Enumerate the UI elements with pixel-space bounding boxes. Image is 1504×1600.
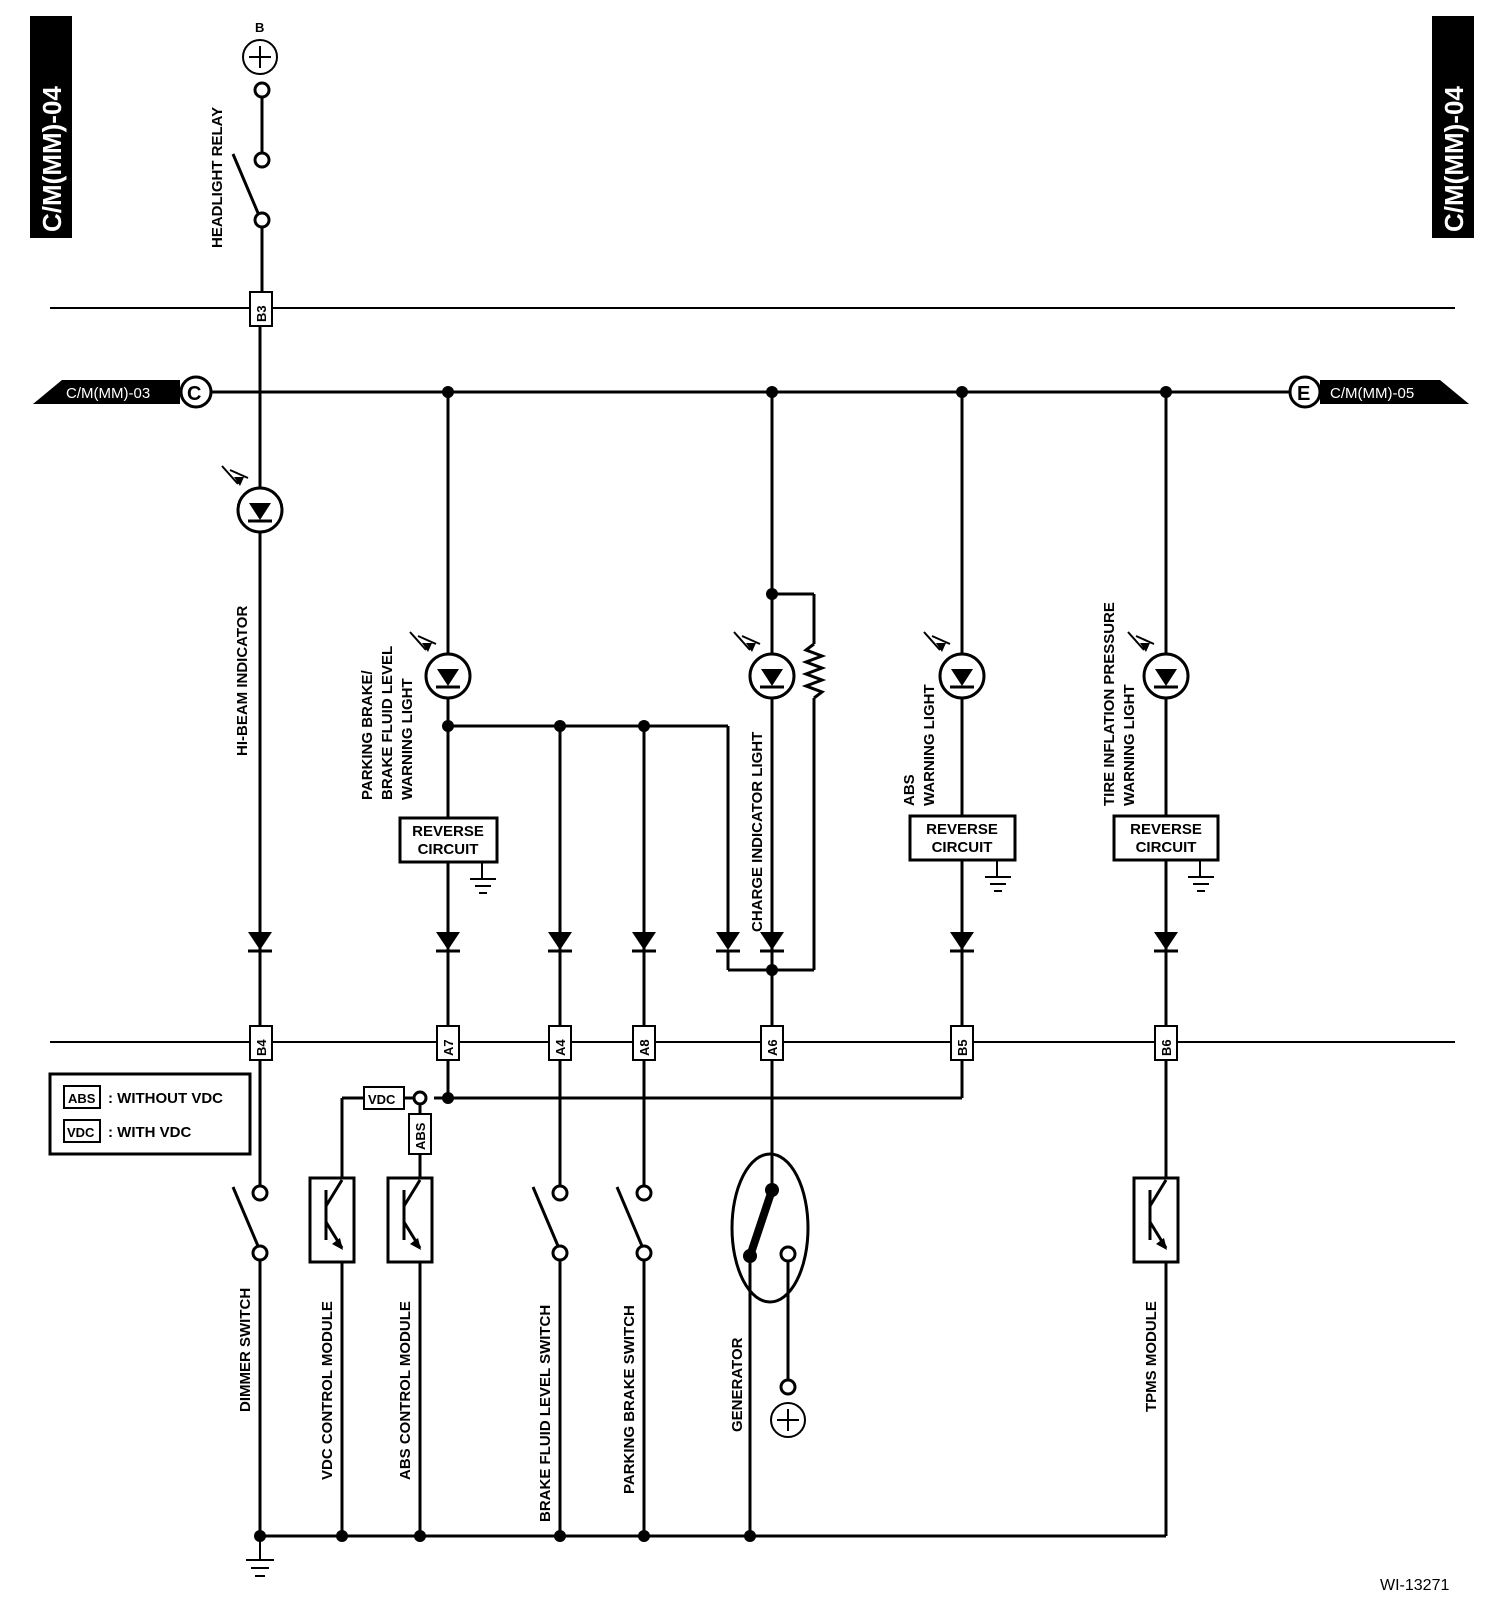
- svg-text:REVERSE: REVERSE: [412, 823, 484, 840]
- hi-beam-lamp-icon: [221, 465, 284, 534]
- ref-arrow-left: C/M(MM)-03 C: [33, 375, 213, 409]
- dimmer-switch-label: DIMMER SWITCH: [237, 1288, 254, 1412]
- abs-warning-label-2: WARNING LIGHT: [921, 684, 938, 806]
- tire-pressure-label-1: TIRE INFLATION PRESSURE: [1101, 602, 1118, 806]
- ref-right-text: C/M(MM)-05: [1330, 385, 1414, 402]
- parking-brake-switch-lever: [615, 1186, 644, 1247]
- page-tag-right-text: C/M(MM)-04: [1439, 86, 1469, 232]
- diode-icon: [1154, 932, 1178, 953]
- dimmer-switch-lever: [231, 1186, 260, 1247]
- abs-control-module-label: ABS CONTROL MODULE: [397, 1301, 414, 1480]
- connector-a4: A4: [548, 1025, 572, 1061]
- svg-text:REVERSE: REVERSE: [1130, 821, 1202, 838]
- generator-icon: [730, 1152, 810, 1304]
- legend-abs-tag: ABS: [68, 1091, 96, 1106]
- vdc-control-module-icon: [308, 1176, 356, 1264]
- svg-text:B4: B4: [254, 1039, 269, 1056]
- reverse-circuit-box: REVERSE CIRCUIT: [908, 814, 1017, 892]
- svg-text:A6: A6: [765, 1039, 780, 1056]
- vdc-control-module-label: VDC CONTROL MODULE: [319, 1301, 336, 1480]
- diode-icon: [716, 932, 740, 953]
- svg-text:A7: A7: [441, 1039, 456, 1056]
- brake-fluid-switch-lever: [531, 1186, 560, 1247]
- connector-a8: A8: [632, 1025, 656, 1061]
- parking-brake-lamp-icon: [409, 631, 472, 700]
- parking-brake-label-1: PARKING BRAKE/: [359, 669, 376, 800]
- diode-icon: [950, 932, 974, 953]
- svg-text:A4: A4: [553, 1039, 568, 1056]
- legend-vdc-text: : WITH VDC: [108, 1124, 191, 1141]
- resistor-icon: [801, 642, 827, 700]
- ground-icon: [246, 1536, 274, 1577]
- svg-text:CIRCUIT: CIRCUIT: [932, 839, 993, 856]
- tire-pressure-label-2: WARNING LIGHT: [1121, 684, 1138, 806]
- reverse-circuit-box: REVERSE CIRCUIT: [1112, 814, 1220, 892]
- diode-icon: [548, 932, 572, 953]
- diode-icon: [760, 932, 784, 953]
- svg-text:B3: B3: [254, 305, 269, 322]
- terminal-icon: [253, 81, 271, 99]
- ref-right-letter: E: [1297, 383, 1310, 405]
- tpms-module-icon: [1132, 1176, 1180, 1264]
- legend-abs-text: : WITHOUT VDC: [108, 1090, 223, 1107]
- generator-label: GENERATOR: [729, 1337, 746, 1432]
- charge-indicator-label: CHARGE INDICATOR LIGHT: [749, 732, 766, 932]
- diode-icon: [632, 932, 656, 953]
- ref-left-letter: C: [187, 383, 201, 405]
- parking-brake-switch-label: PARKING BRAKE SWITCH: [621, 1305, 638, 1494]
- abs-control-module-icon: [386, 1176, 434, 1264]
- brake-fluid-switch-label: BRAKE FLUID LEVEL SWITCH: [537, 1305, 554, 1522]
- page-tag-left-text: C/M(MM)-04: [37, 86, 67, 232]
- ref-left-text: C/M(MM)-03: [66, 385, 150, 402]
- charge-lamp-icon: [733, 631, 796, 700]
- svg-text:REVERSE: REVERSE: [926, 821, 998, 838]
- connector-b4: B4: [249, 1025, 273, 1061]
- svg-text:B6: B6: [1159, 1039, 1174, 1056]
- battery-icon: [770, 1402, 806, 1438]
- connector-b3: B3: [249, 291, 273, 327]
- tire-pressure-lamp-icon: [1127, 631, 1190, 700]
- battery-icon: [242, 39, 278, 75]
- svg-text:VDC: VDC: [368, 1092, 396, 1107]
- headlight-relay-switch: [231, 153, 260, 214]
- connector-a7: A7: [436, 1025, 460, 1061]
- parking-brake-label-2: BRAKE FLUID LEVEL: [379, 646, 396, 800]
- abs-warning-label-1: ABS: [901, 774, 918, 806]
- ref-arrow-right: C/M(MM)-05 E: [1288, 375, 1469, 409]
- diode-icon: [436, 932, 460, 953]
- connector-b5: B5: [950, 1025, 974, 1061]
- diagram-code: WI-13271: [1380, 1577, 1449, 1594]
- reverse-circuit-box: REVERSE CIRCUIT: [398, 816, 499, 894]
- page-tag-left: C/M(MM)-04: [30, 16, 72, 238]
- svg-text:CIRCUIT: CIRCUIT: [1136, 839, 1197, 856]
- legend-vdc-tag: VDC: [67, 1125, 95, 1140]
- battery-label: B: [255, 20, 264, 35]
- connector-b6: B6: [1154, 1025, 1178, 1061]
- headlight-relay-label: HEADLIGHT RELAY: [209, 107, 226, 248]
- tpms-module-label: TPMS MODULE: [1143, 1301, 1160, 1412]
- legend-box: ABS : WITHOUT VDC VDC : WITH VDC: [48, 1072, 252, 1156]
- abs-wire-tag: ABS: [408, 1113, 432, 1155]
- parking-brake-label-3: WARNING LIGHT: [399, 678, 416, 800]
- vdc-wire-tag: VDC: [363, 1086, 405, 1110]
- svg-text:A8: A8: [637, 1039, 652, 1056]
- diode-icon: [248, 932, 272, 953]
- page-tag-right: C/M(MM)-04: [1432, 16, 1474, 238]
- svg-text:B5: B5: [955, 1039, 970, 1056]
- abs-lamp-icon: [923, 631, 986, 700]
- connector-a6: A6: [760, 1025, 784, 1061]
- svg-text:ABS: ABS: [413, 1122, 428, 1150]
- svg-text:CIRCUIT: CIRCUIT: [418, 841, 479, 858]
- hi-beam-label: HI-BEAM INDICATOR: [234, 606, 251, 756]
